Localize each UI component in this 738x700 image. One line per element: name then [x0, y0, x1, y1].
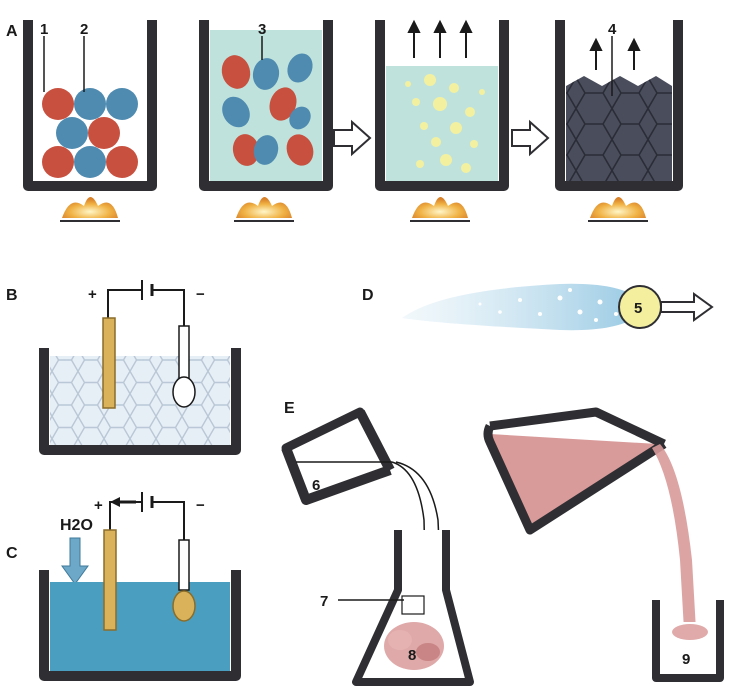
callout-9: 9 — [682, 651, 690, 668]
flame-a3 — [410, 197, 470, 222]
vapor-arrows-a3 — [407, 19, 473, 58]
pour-stream-9 — [652, 444, 696, 630]
vessel-b — [39, 348, 241, 455]
arrow-a2-a3 — [333, 119, 372, 157]
particle-stream-d — [402, 283, 640, 331]
deposit-8 — [384, 622, 444, 670]
electrode-minus-b: − — [196, 286, 205, 303]
callout-6: 6 — [312, 477, 320, 494]
flame-a2 — [234, 197, 294, 222]
pouring-vessel-9 — [483, 407, 667, 535]
callout-5: 5 — [634, 300, 642, 317]
flame-a1 — [60, 197, 120, 222]
beaker-a4 — [555, 20, 683, 191]
arrow-a3-a4 — [511, 119, 550, 157]
anode-c — [103, 529, 117, 631]
dissolving-grains-a2 — [221, 53, 314, 166]
beaker-a3 — [375, 20, 509, 191]
panel-label-b: B — [6, 287, 18, 304]
callout-1: 1 — [40, 21, 48, 38]
callout-7: 7 — [320, 593, 328, 610]
grain-layer-a1 — [42, 88, 138, 178]
water-inflow-arrow — [61, 537, 89, 585]
water-label: H2O — [60, 517, 93, 534]
motion-arrow-d — [660, 292, 714, 322]
circuit-c — [109, 492, 185, 540]
flame-a4 — [588, 197, 648, 222]
receiver-9 — [652, 600, 724, 682]
current-arrowhead-c — [110, 497, 120, 507]
callout-8: 8 — [408, 647, 416, 664]
vessel-c — [39, 570, 241, 681]
crucible-6 — [281, 407, 395, 505]
bubbles-a3 — [405, 74, 485, 173]
callout-2: 2 — [80, 21, 88, 38]
pour-stream-6 — [391, 461, 443, 613]
vapor-arrows-a4 — [589, 37, 641, 70]
callout-4: 4 — [608, 21, 617, 38]
electrode-plus-b: + — [88, 286, 97, 303]
panel-label-e: E — [284, 400, 295, 417]
circuit-b — [107, 280, 185, 340]
panel-label-d: D — [362, 287, 374, 304]
anode-b — [102, 317, 116, 409]
electrode-plus-c: + — [94, 497, 103, 514]
cathode-b — [172, 325, 196, 408]
panel-label-a: A — [6, 23, 18, 40]
electrode-minus-c: − — [196, 497, 205, 514]
panel-label-c: C — [6, 545, 18, 562]
callout-3: 3 — [258, 21, 266, 38]
cathode-c — [172, 539, 196, 622]
